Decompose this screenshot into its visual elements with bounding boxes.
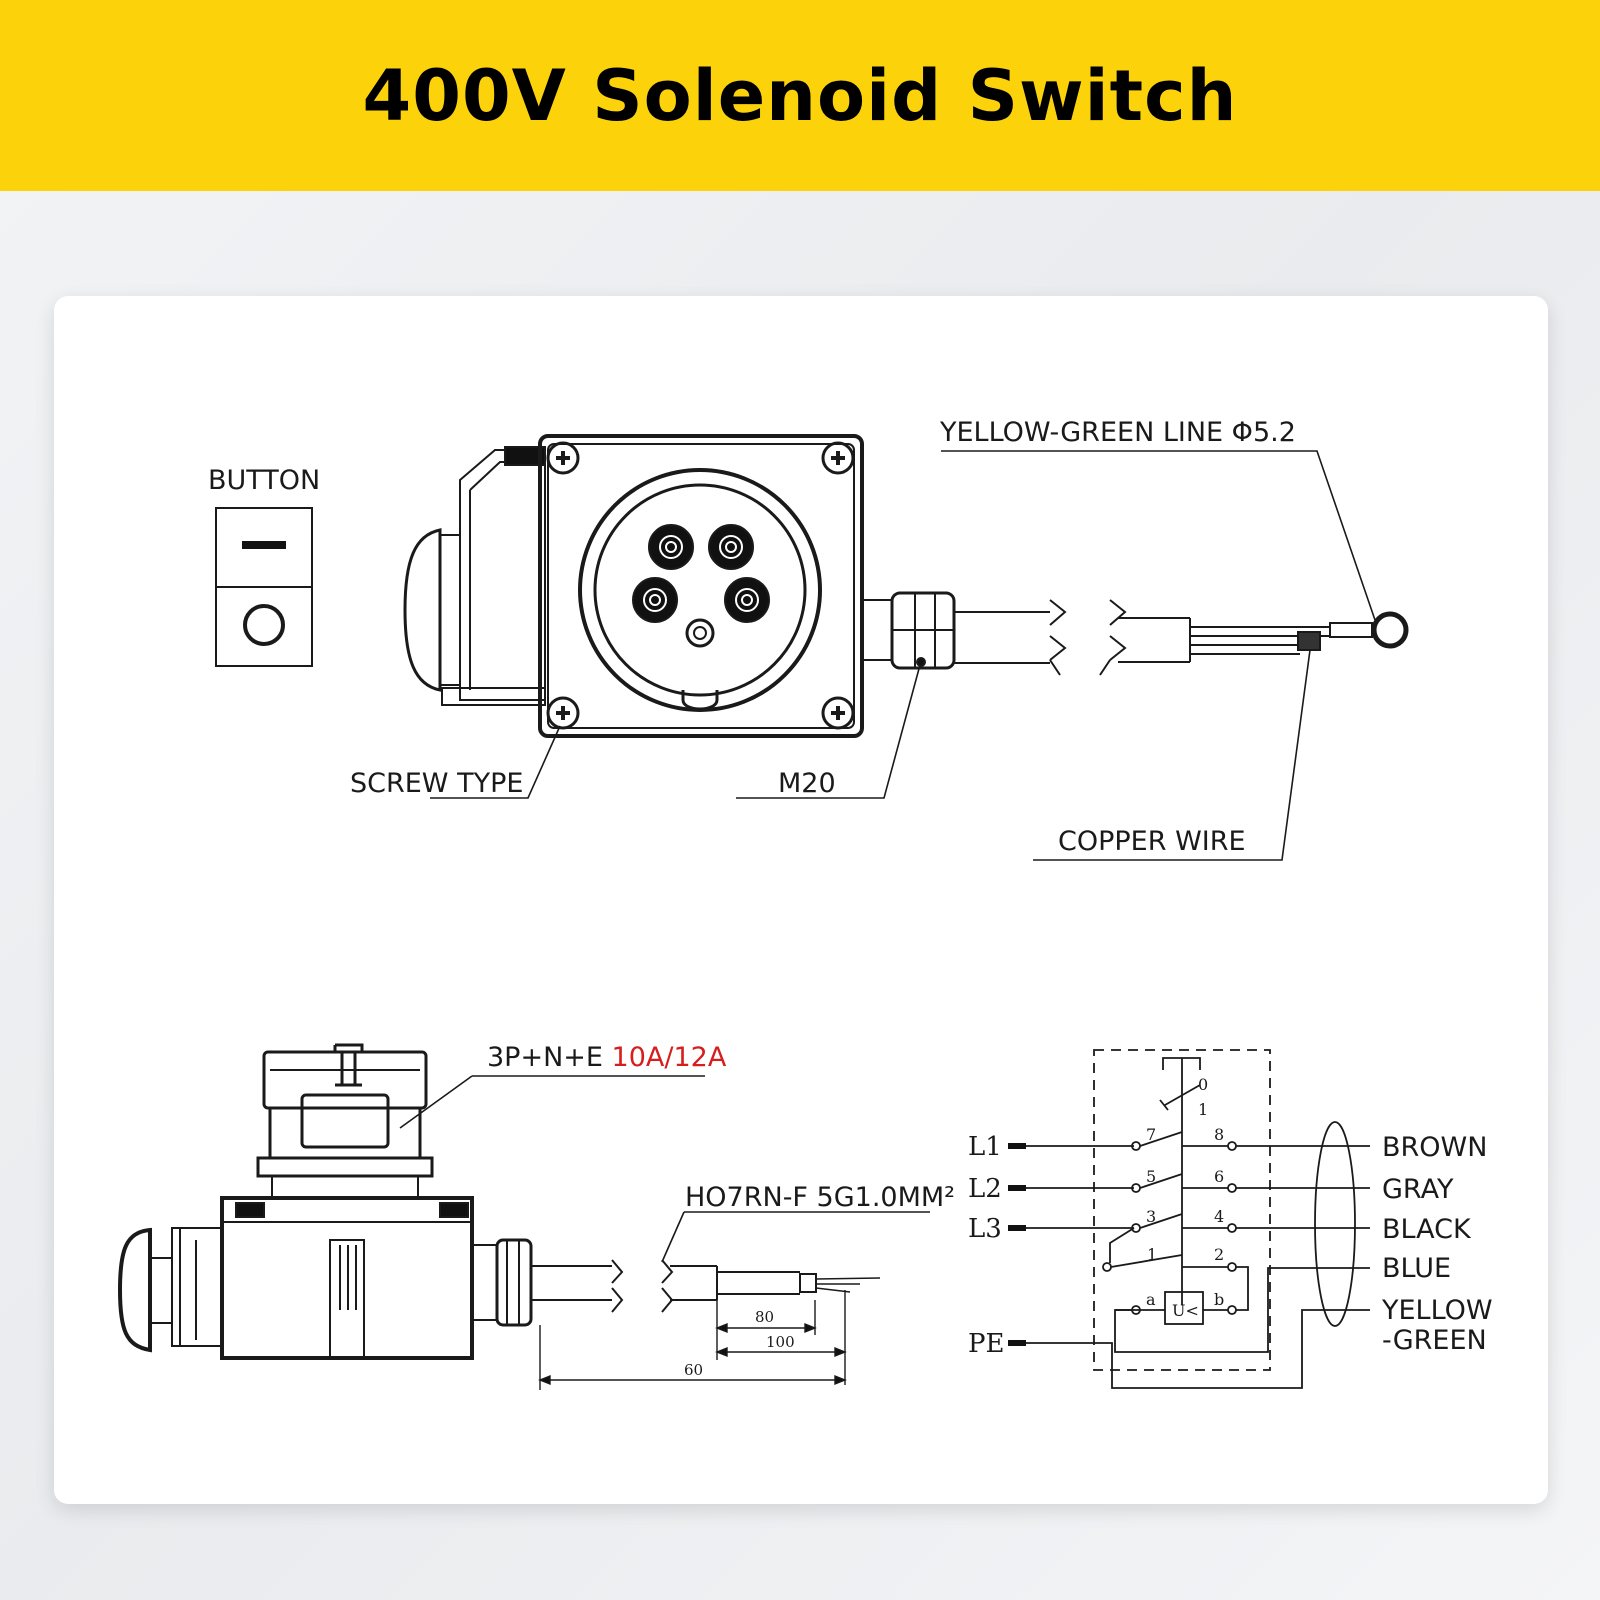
output-green: -GREEN [1382,1325,1487,1356]
copper-wire-label: COPPER WIRE [1058,826,1246,857]
socket-earth-pin-icon [685,618,715,648]
yellow-green-line-label: YELLOW-GREEN LINE Φ5.2 [939,417,1296,448]
socket-enclosure-side [117,1043,881,1360]
input-l1: L1 [968,1132,1002,1162]
socket-enclosure-front [403,434,1409,738]
socket-pin-icon [648,524,694,570]
title-banner: 400V Solenoid Switch [0,0,1600,191]
contact-3: 3 [1146,1207,1156,1226]
diagram-card [54,296,1548,1504]
m20-label: M20 [778,768,836,799]
socket-pin-icon [632,577,678,623]
cable-gland [861,591,956,670]
leader-lines-top [430,450,1376,861]
contact-0: 0 [1198,1075,1208,1094]
corner-screw-icon [546,696,580,730]
page-title: 400V Solenoid Switch [362,54,1238,137]
schematic-enclosure [1093,1049,1271,1371]
socket-pin-icon [708,524,754,570]
cable-spec-label: HO7RN-F 5G1.0MM² [685,1182,955,1213]
plug-spec-text: 3P+N+E [487,1042,612,1073]
contact-1: 1 [1147,1245,1157,1264]
dimension-60: 60 [684,1361,703,1379]
input-pe: PE [968,1329,1004,1359]
contact-1-top: 1 [1198,1100,1208,1119]
undervoltage-coil [1164,1291,1204,1325]
coil-label: U< [1172,1301,1199,1320]
cable-bundle [1314,1121,1356,1327]
coil-terminal-b: b [1214,1290,1224,1309]
coil-terminal-a: a [1146,1290,1156,1309]
contact-6: 6 [1214,1167,1224,1186]
contact-5: 5 [1146,1167,1156,1186]
dimension-80: 80 [755,1308,774,1326]
corner-screw-icon [546,441,580,475]
contact-4: 4 [1214,1207,1224,1226]
input-l3: L3 [968,1214,1002,1244]
plug-spec-label: 3P+N+E 10A/12A [487,1042,727,1073]
wiring-schematic [1008,1049,1370,1389]
output-blue: BLUE [1382,1253,1451,1284]
input-l2: L2 [968,1174,1002,1204]
contact-7: 7 [1146,1125,1156,1144]
button-label: BUTTON [208,465,320,496]
screw-type-label: SCREW TYPE [350,768,523,799]
contact-2: 2 [1214,1245,1224,1264]
leader-lines-side [399,1075,930,1263]
plug-rating-text: 10A/12A [612,1042,727,1073]
dimension-lines [538,1290,847,1390]
socket-pin-icon [724,577,770,623]
corner-screw-icon [821,441,855,475]
socket-face [578,468,822,712]
dimension-100: 100 [766,1333,795,1351]
output-brown: BROWN [1382,1132,1487,1163]
off-mark-icon [243,604,285,646]
contact-8: 8 [1214,1125,1224,1144]
on-mark-icon [242,541,286,549]
corner-screw-icon [821,696,855,730]
output-gray: GRAY [1382,1174,1454,1205]
output-black: BLACK [1382,1214,1472,1245]
button-symbol: BUTTON [208,465,320,667]
ring-terminal-icon [1371,611,1409,649]
output-yellow: YELLOW [1381,1295,1493,1326]
